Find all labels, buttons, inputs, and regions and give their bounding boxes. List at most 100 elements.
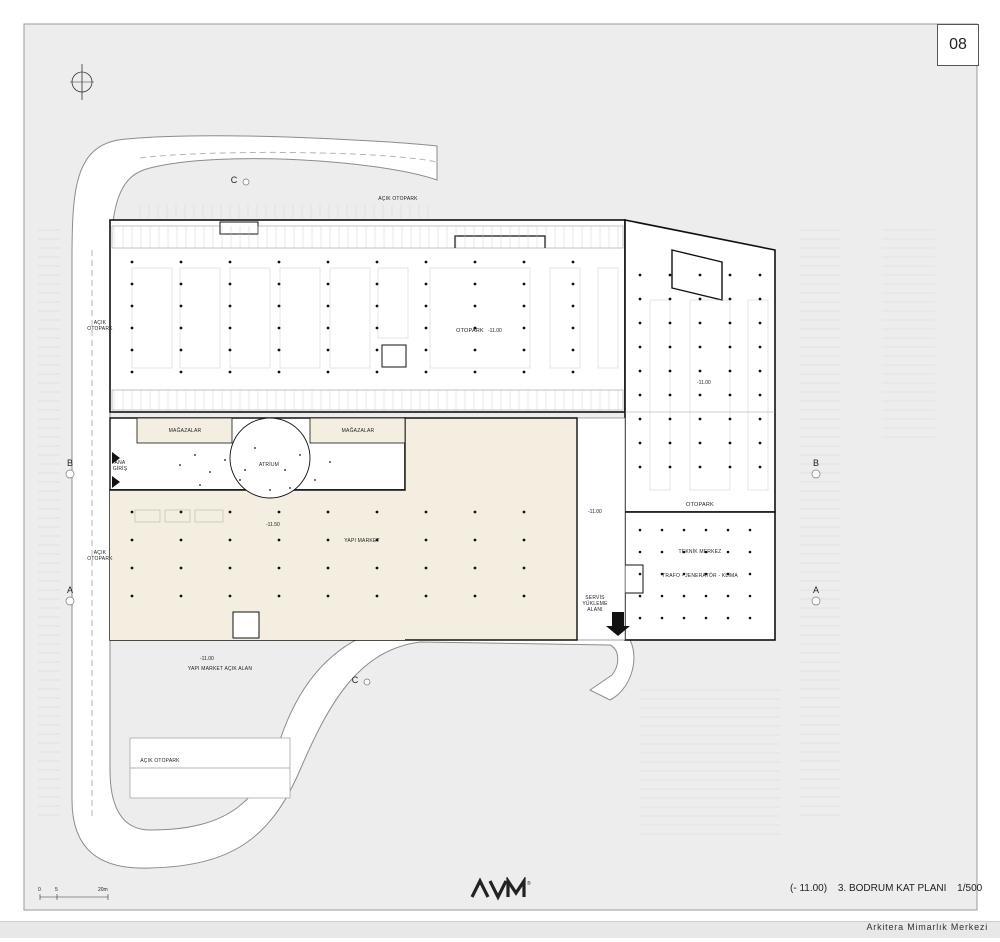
structural-column [130, 260, 134, 264]
logo-mark: ® [527, 880, 531, 887]
structural-column [638, 393, 642, 397]
structural-column [660, 528, 664, 532]
structural-column [228, 594, 232, 598]
structural-column [698, 345, 702, 349]
structural-column [638, 572, 642, 576]
structural-column [728, 369, 732, 373]
structural-column [424, 326, 428, 330]
structural-column [289, 487, 291, 489]
label-open-area-level: -11.00 [200, 656, 214, 662]
structural-column [571, 370, 575, 374]
structural-column [228, 304, 232, 308]
structural-column [668, 273, 672, 277]
structural-column [638, 273, 642, 277]
structural-column [726, 528, 730, 532]
parking-building [109, 219, 626, 413]
structural-column [424, 538, 428, 542]
structural-column [277, 260, 281, 264]
structural-column [660, 616, 664, 620]
structural-column [194, 454, 196, 456]
structural-column [638, 616, 642, 620]
title-scale: 1/500 [957, 883, 983, 894]
section-marker-a-east: A [812, 585, 819, 595]
structural-column [130, 282, 134, 286]
structural-column [698, 297, 702, 301]
structural-column [522, 260, 526, 264]
structural-column [314, 479, 316, 481]
structural-column [638, 528, 642, 532]
structural-column [473, 326, 477, 330]
structural-column [326, 304, 330, 308]
structural-column [199, 484, 201, 486]
label-otopark-level: -11.00 [488, 328, 502, 334]
structural-column [758, 369, 762, 373]
title-block: (- 11.00) 3. BODRUM KAT PLANI 1/500 [790, 883, 990, 894]
structural-column [758, 417, 762, 421]
structural-column [224, 459, 226, 461]
structural-column [668, 441, 672, 445]
structural-column [698, 441, 702, 445]
structural-column [326, 566, 330, 570]
structural-column [728, 441, 732, 445]
structural-column [277, 594, 281, 598]
label-servis-yukleme: SERVİS YÜKLEME ALANI [582, 595, 608, 613]
entrance-arrow-icon [112, 476, 120, 488]
structural-column [375, 260, 379, 264]
structural-column [704, 528, 708, 532]
structural-column [660, 572, 664, 576]
structural-column [704, 550, 708, 554]
section-marker-a-west: A [66, 585, 73, 595]
structural-column [726, 572, 730, 576]
structural-column [228, 538, 232, 542]
structural-column [130, 348, 134, 352]
structural-column [682, 572, 686, 576]
structural-column [571, 260, 575, 264]
structural-column [254, 447, 256, 449]
structural-column [682, 528, 686, 532]
structural-column [239, 479, 241, 481]
structural-column [638, 594, 642, 598]
label-atrium: ATRİUM [259, 462, 279, 468]
structural-column [522, 304, 526, 308]
structural-column [758, 297, 762, 301]
structural-column [728, 465, 732, 469]
structural-column [668, 417, 672, 421]
structural-column [571, 304, 575, 308]
structural-column [228, 510, 232, 514]
label-service-level: -11.00 [588, 509, 602, 515]
structural-column [375, 348, 379, 352]
structural-column [277, 538, 281, 542]
structural-column [228, 326, 232, 330]
structural-column [179, 282, 183, 286]
structural-column [682, 616, 686, 620]
label-acik-otopark-west: AÇIK OTOPARK [87, 320, 113, 332]
structural-column [326, 282, 330, 286]
scale-tick-0: 0 [38, 887, 41, 893]
structural-column [522, 326, 526, 330]
structural-column [179, 260, 183, 264]
structural-column [638, 465, 642, 469]
structural-column [473, 370, 477, 374]
scale-bar [39, 894, 109, 900]
label-acik-otopark-north: AÇIK OTOPARK [378, 196, 418, 202]
structural-column [179, 348, 183, 352]
structural-column [698, 393, 702, 397]
structural-column [424, 348, 428, 352]
structural-column [668, 297, 672, 301]
structural-column [473, 510, 477, 514]
service-entry-arrow-icon [606, 612, 630, 636]
structural-column [424, 260, 428, 264]
structural-column [228, 260, 232, 264]
structural-column [682, 594, 686, 598]
structural-column [228, 348, 232, 352]
structural-column [571, 348, 575, 352]
label-ana-giris: ANA GİRİŞ [112, 460, 128, 472]
structural-column [277, 282, 281, 286]
label-yapi-market-acik-alan: YAPI MARKET AÇIK ALAN [187, 666, 253, 672]
structural-column [375, 538, 379, 542]
structural-column [668, 393, 672, 397]
structural-column [179, 464, 181, 466]
structural-column [326, 538, 330, 542]
